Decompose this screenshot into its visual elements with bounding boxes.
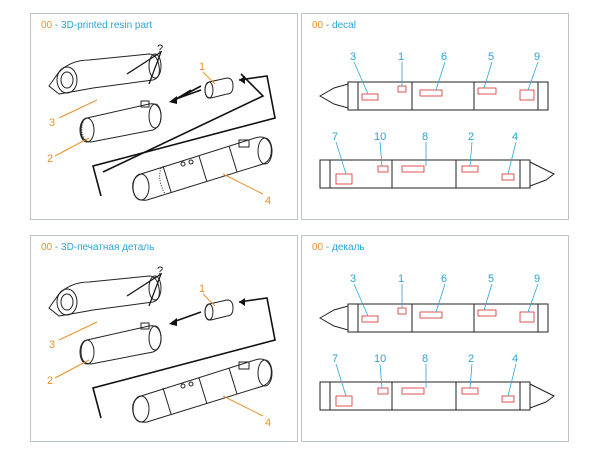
decal-marking-icon: 3 1 6 5 9 7 10 8 2: [318, 51, 555, 189]
decal-callout-7: 7: [332, 353, 338, 365]
decal-callout-8: 8: [422, 353, 428, 365]
title-separator: -: [323, 242, 333, 253]
decal-callout-5: 5: [488, 273, 494, 285]
decal-callout-6: 6: [441, 51, 447, 63]
panel-decal-en: 00 - decal 3 1 6 5 9: [301, 13, 569, 220]
decal-callout-4: 4: [512, 131, 518, 143]
decal-callout-1: 1: [398, 51, 404, 63]
decal-callout-5: 5: [488, 51, 494, 63]
panel-resin-ru: 00 - 3D-печатная деталь: [30, 235, 298, 442]
callout-unknown: ?: [157, 43, 163, 55]
callout-part-2: 2: [47, 153, 53, 165]
decal-callout-3: 3: [350, 51, 356, 63]
callout-part-3: 3: [49, 117, 55, 129]
decal-callout-2: 2: [468, 353, 474, 365]
decal-callout-3: 3: [350, 273, 356, 285]
decal-callout-10: 10: [374, 353, 386, 365]
part-code: 00: [41, 20, 53, 31]
callout-unknown: ?: [157, 265, 163, 277]
decal-callout-9: 9: [534, 51, 540, 63]
panel-title-text: декаль: [332, 242, 365, 253]
callout-part-4: 4: [265, 417, 271, 429]
decal-callout-7: 7: [332, 131, 338, 143]
part-code: 00: [312, 20, 324, 31]
decal-marking-icon: 3 1 6 5 9 7 10 8 2 4: [318, 273, 555, 411]
part-code: 00: [312, 242, 324, 253]
panel-title: 00 - декаль: [312, 242, 365, 253]
decal-callout-10: 10: [374, 131, 386, 143]
panel-title-text: 3D-печатная деталь: [61, 242, 155, 253]
decal-callout-9: 9: [534, 273, 540, 285]
title-separator: -: [52, 242, 62, 253]
decal-callout-6: 6: [441, 273, 447, 285]
decal-callout-8: 8: [422, 131, 428, 143]
panel-title-text: 3D-printed resin part: [61, 20, 153, 31]
panel-decal-ru: 00 - декаль 3 1 6 5 9: [301, 235, 569, 442]
panel-resin-en: 00 - 3D-printed resin part: [30, 13, 298, 220]
panel-title: 00 - 3D-печатная деталь: [41, 242, 154, 253]
part-code: 00: [41, 242, 53, 253]
decal-callout-4: 4: [512, 353, 518, 365]
decal-callout-2: 2: [468, 131, 474, 143]
arrow-icon: [92, 297, 276, 419]
panel-title: 00 - 3D-printed resin part: [41, 20, 152, 31]
panel-title: 00 - decal: [312, 20, 356, 31]
title-separator: -: [323, 20, 333, 31]
callout-part-2: 2: [47, 375, 53, 387]
decal-callout-1: 1: [398, 273, 404, 285]
pod-assembly-icon: ? 1 2 3 4: [47, 43, 276, 207]
callout-part-3: 3: [49, 339, 55, 351]
callout-part-1: 1: [199, 283, 205, 295]
pod-assembly-icon: ? 1 2 3 4: [47, 265, 276, 429]
title-separator: -: [52, 20, 62, 31]
arrow-icon: [92, 75, 276, 197]
callout-part-1: 1: [199, 61, 205, 73]
panel-title-text: decal: [332, 20, 356, 31]
callout-part-4: 4: [265, 195, 271, 207]
